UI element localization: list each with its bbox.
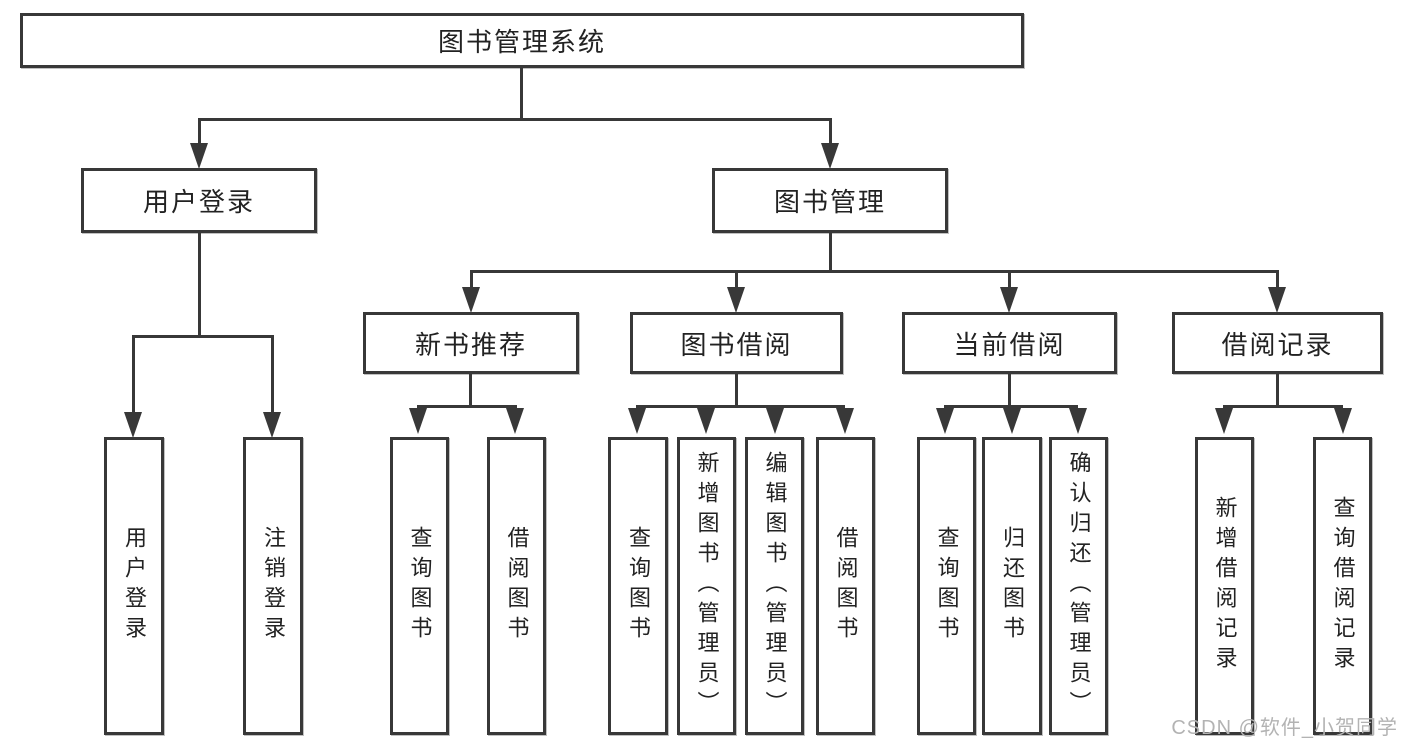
connector-arrowhead-down: [1069, 408, 1087, 434]
node-leaf-edit-books-admin: 编辑图书（管理员）: [745, 437, 804, 735]
node-label: 借阅图书: [833, 526, 859, 646]
node-label: 查询图书: [626, 526, 651, 646]
connector-arrowhead-down: [1215, 408, 1233, 434]
connector-line: [271, 335, 274, 415]
connector-arrowhead-down: [1000, 287, 1018, 313]
connector-arrowhead-down: [1334, 408, 1352, 434]
node-new-book-recommend: 新书推荐: [363, 312, 579, 374]
connector-arrowhead-down: [462, 287, 480, 313]
node-label: 图书借阅: [680, 329, 793, 360]
connector-line: [470, 270, 473, 288]
connector-arrowhead-down: [936, 408, 954, 434]
csdn-watermark: CSDN @软件_小贺同学: [1171, 717, 1398, 739]
connector-arrowhead-down: [124, 412, 142, 438]
connector-line: [198, 118, 832, 121]
connector-line: [1276, 374, 1279, 408]
connector-line: [1008, 270, 1011, 288]
connector-arrowhead-down: [821, 143, 839, 169]
node-label: 查询图书: [407, 526, 433, 646]
node-leaf-add-books-admin: 新增图书（管理员）: [677, 437, 736, 735]
connector-arrowhead-down: [727, 287, 745, 313]
connector-arrowhead-down: [190, 143, 208, 169]
connector-arrowhead-down: [766, 408, 784, 434]
connector-arrowhead-down: [836, 408, 854, 434]
node-label: 归还图书: [1000, 526, 1025, 646]
node-root-library-system: 图书管理系统: [20, 13, 1024, 68]
node-label: 用户登录: [142, 187, 255, 217]
node-borrowing-records: 借阅记录: [1172, 312, 1383, 374]
node-label: 用户登录: [122, 526, 147, 646]
node-book-management: 图书管理: [712, 168, 948, 233]
connector-line: [829, 233, 832, 273]
connector-line: [829, 118, 832, 148]
node-book-borrowing: 图书借阅: [630, 312, 843, 374]
connector-line: [1008, 374, 1011, 408]
connector-line: [198, 118, 201, 148]
node-label: 注销登录: [261, 526, 286, 646]
node-label: 查询借阅记录: [1330, 496, 1356, 676]
connector-line: [198, 233, 201, 338]
connector-line: [636, 405, 845, 408]
connector-arrowhead-down: [263, 412, 281, 438]
node-leaf-borrow-books: 借阅图书: [487, 437, 546, 735]
node-leaf-query-books: 查询图书: [917, 437, 976, 735]
connector-line: [417, 405, 517, 408]
connector-arrowhead-down: [506, 408, 524, 434]
connector-arrowhead-down: [628, 408, 646, 434]
node-label: 图书管理系统: [437, 27, 606, 57]
connector-line: [944, 405, 1078, 408]
connector-line: [469, 374, 472, 408]
node-label: 新书推荐: [414, 329, 527, 360]
node-label: 查询图书: [934, 526, 960, 646]
node-leaf-query-books: 查询图书: [608, 437, 668, 735]
connector-arrowhead-down: [1003, 408, 1021, 434]
node-leaf-borrow-books: 借阅图书: [816, 437, 875, 735]
connector-arrowhead-down: [697, 408, 715, 434]
node-leaf-query-books: 查询图书: [390, 437, 449, 735]
node-user-login: 用户登录: [81, 168, 317, 233]
node-label: 借阅图书: [504, 526, 530, 646]
node-label: 编辑图书（管理员）: [762, 451, 788, 721]
node-leaf-query-borrow-record: 查询借阅记录: [1313, 437, 1372, 735]
node-leaf-return-books: 归还图书: [982, 437, 1042, 735]
node-leaf-logout: 注销登录: [243, 437, 303, 735]
connector-line: [520, 68, 523, 120]
connector-line: [1276, 270, 1279, 288]
node-leaf-add-borrow-record: 新增借阅记录: [1195, 437, 1254, 735]
node-label: 图书管理: [773, 187, 886, 217]
connector-arrowhead-down: [409, 408, 427, 434]
connector-arrowhead-down: [1268, 287, 1286, 313]
node-current-borrowing: 当前借阅: [902, 312, 1117, 374]
node-label: 当前借阅: [953, 329, 1066, 360]
node-label: 新增借阅记录: [1212, 496, 1238, 676]
node-label: 新增图书（管理员）: [694, 451, 720, 721]
node-label: 确认归还（管理员）: [1066, 451, 1092, 721]
connector-line: [1223, 405, 1343, 408]
node-leaf-user-login: 用户登录: [104, 437, 164, 735]
node-leaf-confirm-return-admin: 确认归还（管理员）: [1049, 437, 1108, 735]
connector-line: [735, 270, 738, 288]
connector-line: [735, 374, 738, 408]
node-label: 借阅记录: [1221, 329, 1334, 360]
connector-line: [132, 335, 135, 415]
connector-line: [470, 270, 1279, 273]
connector-line: [132, 335, 274, 338]
